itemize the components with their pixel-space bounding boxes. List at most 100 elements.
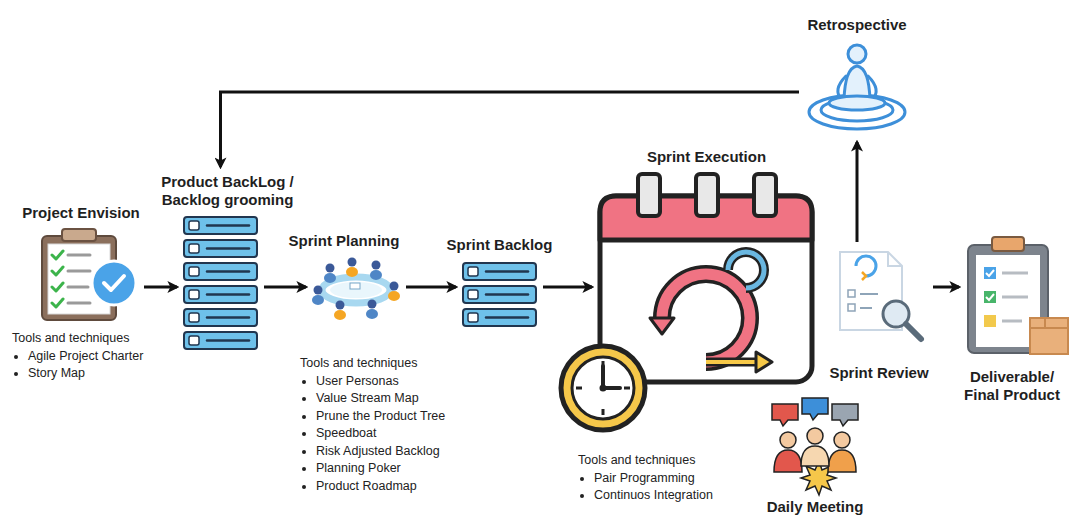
- clipboard-icon-part: [92, 261, 136, 305]
- stage-heading: Sprint Review: [814, 364, 944, 382]
- review-document-icon: [840, 252, 921, 339]
- clock-icon-part: [603, 366, 620, 388]
- tool-item: Continuos Integration: [594, 487, 753, 505]
- review-document-icon-part: [862, 272, 866, 280]
- review-document-icon-part: [906, 324, 921, 339]
- meeting-icon-part: [772, 404, 798, 426]
- tool-item: Product Roadmap: [316, 478, 452, 496]
- stage-heading: Retrospective: [787, 16, 927, 34]
- calendar-icon-part: [696, 174, 718, 216]
- stage-heading: Sprint Execution: [607, 148, 807, 166]
- calendar-icon-part: [756, 352, 772, 372]
- review-document-icon-part: [848, 290, 855, 297]
- tool-item: Planning Poker: [316, 460, 452, 478]
- meeting-icon-part: [807, 428, 823, 444]
- stage-heading: Daily Meeting: [750, 498, 880, 516]
- tool-item: Risk Adjusted Backlog: [316, 443, 452, 461]
- flow-arrow: [264, 286, 306, 289]
- tools-heading: Tools and techniques: [12, 330, 162, 348]
- team-table-icon: [312, 258, 400, 321]
- stage-node: Daily Meeting: [768, 402, 862, 494]
- clock-icon-part: [572, 357, 634, 419]
- meditation-icon-part: [848, 45, 866, 63]
- meeting-icon-part: [828, 450, 856, 472]
- clipboard-icon-part: [52, 251, 63, 307]
- meeting-icon: [772, 398, 858, 495]
- clock-icon-part: [561, 346, 645, 430]
- clipboard-icon: [42, 229, 136, 320]
- deliverable-icon: [968, 237, 1068, 354]
- team-table-icon-part: [370, 270, 382, 280]
- calendar-icon-part: [706, 360, 758, 364]
- backlog-stack-icon-part: [184, 332, 257, 349]
- meeting-icon-part: [832, 404, 858, 426]
- tools-bullets: Agile Project CharterStory Map: [12, 348, 162, 383]
- sprint-backlog-icon: [463, 263, 536, 326]
- stage-node: Product BackLog / Backlog grooming: [183, 215, 258, 351]
- backlog-stack-icon-part: [184, 263, 257, 280]
- clipboard-icon-part: [104, 276, 124, 290]
- tool-item: Story Map: [28, 365, 162, 383]
- team-table-icon-part: [330, 282, 382, 298]
- calendar-icon-part: [706, 358, 758, 367]
- meeting-icon-part: [780, 432, 796, 448]
- deliverable-icon-part: [984, 267, 996, 279]
- backlog-stack-icon-part: [184, 217, 257, 234]
- stage-heading: Sprint Planning: [274, 232, 414, 250]
- tools-list: Tools and techniquesAgile Project Charte…: [12, 330, 162, 383]
- deliverable-icon-part: [984, 291, 996, 303]
- stage-heading: Product BackLog / Backlog grooming: [153, 173, 303, 209]
- tools-bullets: Pair ProgrammingContinuos Integration: [578, 470, 753, 505]
- meeting-icon-part: [801, 446, 829, 466]
- tools-heading: Tools and techniques: [578, 452, 753, 470]
- team-table-icon-part: [348, 258, 357, 267]
- sprint-backlog-icon-part: [463, 309, 536, 326]
- team-table-icon-part: [334, 310, 346, 320]
- stage-node: Sprint ExecutionTools and techniquesPair…: [598, 172, 815, 385]
- meeting-icon-part: [834, 432, 850, 448]
- team-table-icon-part: [366, 309, 378, 319]
- review-document-icon-part: [888, 252, 902, 266]
- clipboard-icon-part: [62, 229, 96, 241]
- sprint-backlog-icon-part: [463, 286, 536, 303]
- deliverable-icon-part: [1002, 273, 1028, 321]
- review-document-icon-part: [860, 294, 878, 308]
- stage-node: Deliverable/ Final Product: [965, 236, 1071, 356]
- tools-list: Tools and techniquesUser PersonasValue S…: [300, 355, 452, 495]
- team-table-icon-part: [324, 273, 336, 283]
- stage-node: Project EnvisionTools and techniquesAgil…: [40, 228, 138, 320]
- flow-arrow: [144, 286, 177, 289]
- flow-arrow: [856, 142, 859, 242]
- stage-heading: Sprint Backlog: [430, 236, 570, 254]
- team-table-icon-part: [326, 264, 335, 273]
- deliverable-icon-part: [986, 270, 994, 300]
- backlog-stack-icon-part: [184, 286, 257, 303]
- team-table-icon-part: [388, 291, 400, 301]
- flow-arrow: [933, 286, 959, 289]
- stage-heading: Deliverable/ Final Product: [960, 368, 1064, 404]
- tools-heading: Tools and techniques: [300, 355, 452, 373]
- tools-list: Tools and techniquesPair ProgrammingCont…: [578, 452, 753, 505]
- stage-node: Sprint Backlog: [462, 262, 537, 326]
- backlog-stack-icon: [184, 217, 257, 349]
- tool-item: Speedboat: [316, 425, 452, 443]
- flow-arrow: [406, 286, 456, 289]
- calendar-icon-part: [728, 252, 764, 288]
- tool-item: Pair Programming: [594, 470, 753, 488]
- tool-item: Agile Project Charter: [28, 348, 162, 366]
- calendar-icon: [600, 174, 812, 382]
- tool-item: Value Stream Map: [316, 390, 452, 408]
- team-table-icon-part: [368, 300, 377, 309]
- team-table-icon-part: [372, 261, 381, 270]
- review-document-icon-part: [856, 256, 876, 276]
- stage-heading: Project Envision: [6, 204, 156, 222]
- meeting-icon-part: [774, 450, 802, 472]
- deliverable-icon-part: [992, 237, 1024, 251]
- team-table-icon-part: [346, 267, 358, 277]
- clock-icon: [561, 346, 645, 430]
- calendar-icon-part: [728, 252, 764, 288]
- deliverable-icon-part: [1030, 318, 1068, 354]
